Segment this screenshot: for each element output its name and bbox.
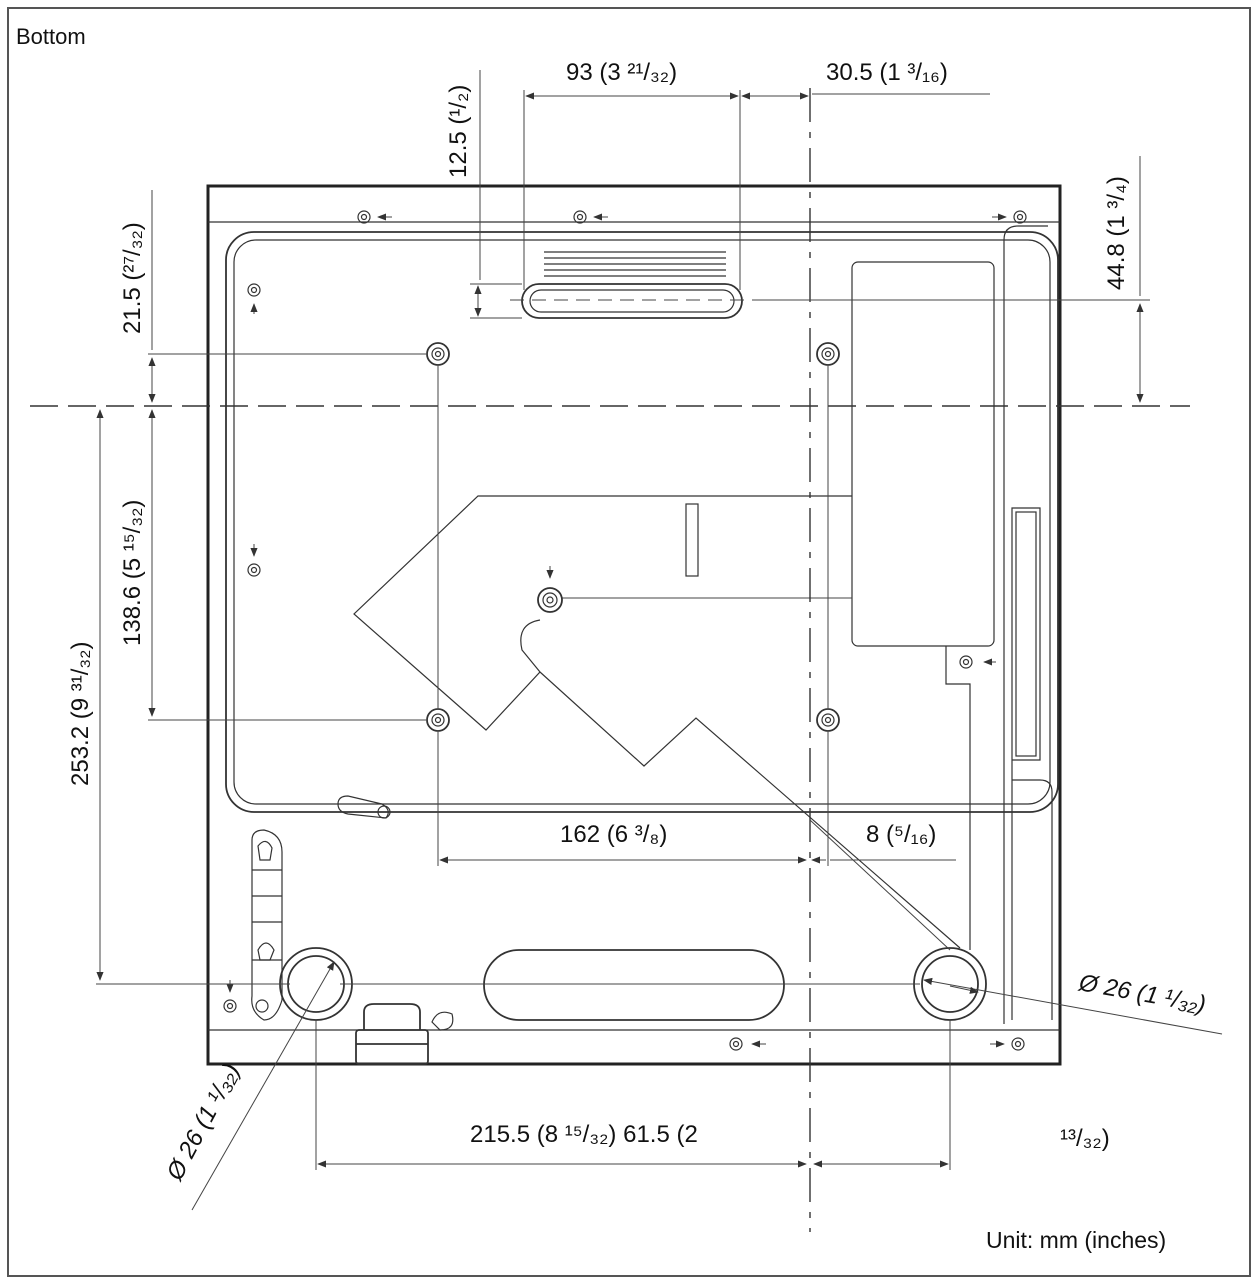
projector-body — [206, 184, 1062, 1066]
unit-note: Unit: mm (inches) — [986, 1227, 1166, 1253]
dimension-labels: 93 (3 ²¹/₃₂) 30.5 (1 ³/₁₆) 12.5 (¹/₂) 21… — [67, 59, 1208, 1186]
dimension-lines — [96, 70, 1223, 1211]
dim-right-upper: 44.8 (1 ³/₄) — [1103, 176, 1130, 290]
mounting-holes — [426, 342, 840, 732]
screws — [223, 210, 1027, 1051]
side-handle — [251, 829, 283, 1021]
vent-slot — [521, 251, 743, 319]
center-plate — [353, 495, 961, 949]
dim-slot-height: 12.5 (¹/₂) — [445, 85, 472, 178]
dim-top-right-offset: 30.5 (1 ³/₁₆) — [826, 59, 948, 86]
rim-latch — [337, 795, 391, 819]
lock-bracket — [355, 1003, 454, 1065]
dim-bottom-width-tail: ¹³/₃₂) — [1060, 1125, 1110, 1152]
dim-left-total: 253.2 (9 ³¹/₃₂) — [67, 642, 94, 786]
dim-left-upper: 21.5 (²⁷/₃₂) — [119, 222, 146, 334]
dim-top-width: 93 (3 ²¹/₃₂) — [566, 59, 677, 86]
dim-hole-offset: 8 (⁵/₁₆) — [866, 821, 936, 848]
dim-bottom-width: 215.5 (8 ¹⁵/₃₂) 61.5 (2 — [470, 1121, 698, 1148]
dim-left-middle: 138.6 (5 ¹⁵/₃₂) — [119, 500, 146, 646]
view-label: Bottom — [16, 24, 86, 49]
figure-frame — [7, 7, 1251, 1277]
dim-hole-spacing: 162 (6 ³/₈) — [560, 821, 667, 848]
direction-arrows — [226, 213, 1007, 1048]
dim-foot-diameter-left: Ø 26 (1 ¹/₃₂) — [161, 1059, 245, 1186]
stand-slot — [483, 949, 785, 1021]
